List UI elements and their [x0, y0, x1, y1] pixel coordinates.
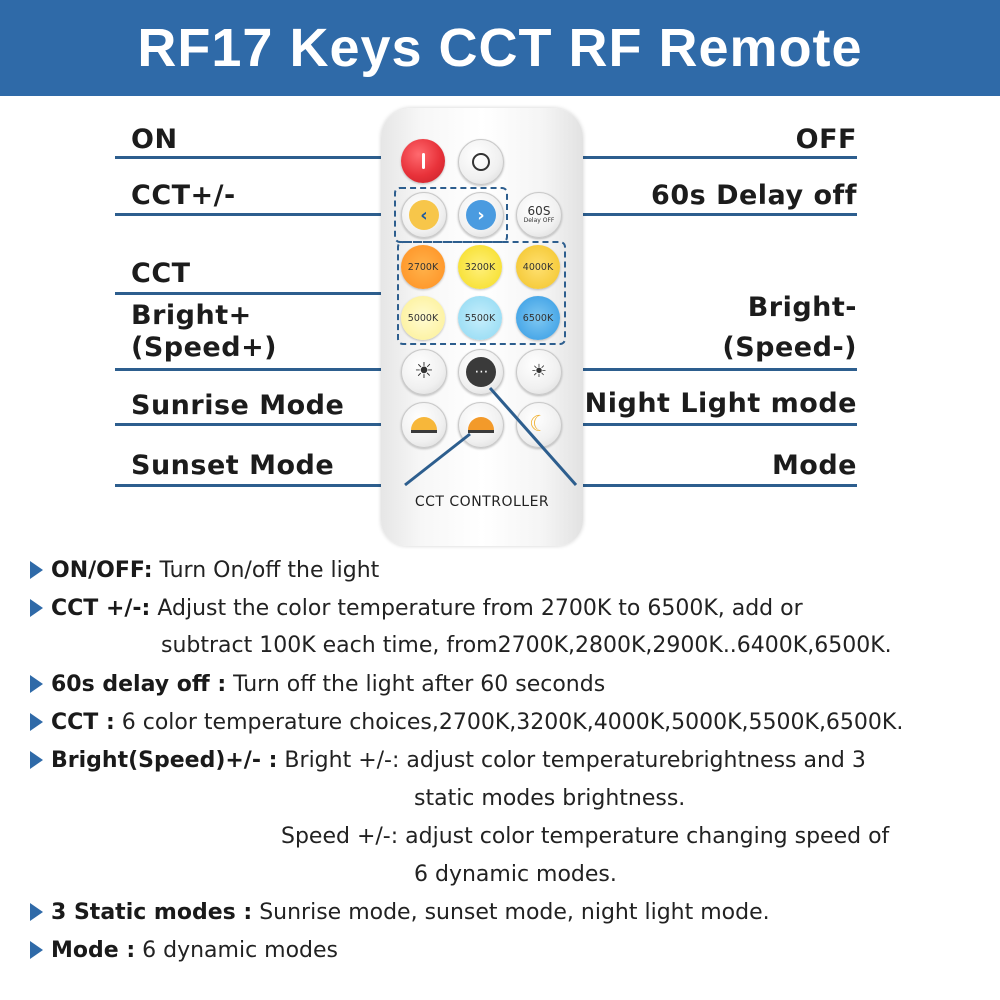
delay-60s-text: 60S — [527, 204, 551, 218]
bright-minus-button[interactable]: ☀ — [516, 349, 562, 395]
leader-sunrise-mode — [115, 423, 403, 426]
label-cct-plus-minus: CCT+/- — [131, 180, 236, 211]
delay-off-text: Delay OFF — [523, 217, 555, 224]
desc-cct-plus-minus-cont: subtract 100K each time, from2700K,2800K… — [161, 633, 892, 658]
leader-off — [505, 156, 857, 159]
moon-icon: ☾ — [529, 412, 549, 437]
leader-bright-minus — [563, 368, 857, 371]
leader-cct — [115, 292, 399, 295]
cct-3200k-button[interactable]: 3200K — [458, 245, 502, 289]
bright-plus-button[interactable]: ☀ — [401, 349, 447, 395]
bullet-arrow-icon — [30, 561, 43, 579]
sunset-button[interactable] — [458, 402, 504, 448]
cct-5500k-button[interactable]: 5500K — [458, 296, 502, 340]
sunrise-button[interactable] — [401, 402, 447, 448]
bullet-arrow-icon — [30, 903, 43, 921]
remote-footer-label: CCT CONTROLLER — [414, 494, 550, 510]
cct-plus-button[interactable]: › — [458, 192, 504, 238]
cct-preset-group — [397, 241, 566, 345]
bullet-arrow-icon — [30, 675, 43, 693]
sun-icon: ☀ — [530, 361, 548, 382]
power-on-icon — [421, 153, 425, 169]
cct-5000k-button[interactable]: 5000K — [401, 296, 445, 340]
label-bright-minus: Bright- — [747, 292, 857, 323]
sunrise-icon — [411, 417, 437, 433]
cct-2700k-label: 2700K — [407, 261, 439, 273]
label-on: ON — [131, 124, 178, 155]
title-banner — [0, 0, 1000, 96]
cct-3200k-label: 3200K — [464, 261, 496, 273]
sunset-icon — [468, 417, 494, 433]
power-off-icon — [472, 153, 490, 171]
cct-2700k-button[interactable]: 2700K — [401, 245, 445, 289]
delay-60s-button[interactable]: 60S Delay OFF — [516, 192, 562, 238]
label-speed-minus: (Speed-) — [722, 332, 857, 363]
label-cct: CCT — [131, 258, 191, 289]
desc-bright-cont: static modes brightness. — [414, 786, 686, 811]
leader-bright-plus — [115, 368, 403, 371]
leader-60s-delay — [563, 213, 857, 216]
leader-cct-plus-minus — [115, 213, 399, 216]
desc-speed: Speed +/-: adjust color temperature chan… — [281, 824, 890, 849]
on-button[interactable] — [401, 139, 445, 183]
leader-night-light — [563, 423, 857, 426]
cct-6500k-label: 6500K — [522, 312, 554, 324]
bullet-arrow-icon — [30, 713, 43, 731]
cct-5500k-label: 5500K — [464, 312, 496, 324]
desc-speed-cont: 6 dynamic modes. — [414, 862, 617, 887]
label-bright-plus: Bright+ — [131, 300, 252, 331]
leader-mode — [575, 484, 857, 487]
desc-mode: Mode : 6 dynamic modes — [30, 938, 338, 963]
leader-on — [115, 156, 405, 159]
desc-on-off: ON/OFF: Turn On/off the light — [30, 558, 379, 583]
leader-sunset-mode — [115, 484, 405, 487]
bullet-arrow-icon — [30, 751, 43, 769]
page-title: RF17 Keys CCT RF Remote — [137, 18, 863, 78]
label-60s-delay: 60s Delay off — [651, 180, 857, 211]
desc-bright-speed: Bright(Speed)+/- : Bright +/-: adjust co… — [30, 748, 866, 773]
cct-4000k-button[interactable]: 4000K — [516, 245, 560, 289]
label-night-light: Night Light mode — [584, 388, 857, 419]
cct-minus-button[interactable]: ‹ — [401, 192, 447, 238]
label-sunrise-mode: Sunrise Mode — [131, 390, 345, 421]
desc-60s-delay: 60s delay off : Turn off the light after… — [30, 672, 605, 697]
mode-button[interactable]: ⋯ — [458, 349, 504, 395]
cct-5000k-label: 5000K — [407, 312, 439, 324]
cct-4000k-label: 4000K — [522, 261, 554, 273]
desc-cct-plus-minus: CCT +/-: Adjust the color temperature fr… — [30, 596, 803, 621]
chevron-right-icon: › — [466, 200, 496, 230]
bullet-arrow-icon — [30, 941, 43, 959]
sun-icon: ☀ — [414, 359, 434, 384]
label-speed-plus: (Speed+) — [131, 332, 278, 363]
label-off: OFF — [795, 124, 857, 155]
dots-icon: ⋯ — [466, 357, 496, 387]
chevron-left-icon: ‹ — [409, 200, 439, 230]
desc-static-modes: 3 Static modes : Sunrise mode, sunset mo… — [30, 900, 770, 925]
label-mode: Mode — [771, 450, 857, 481]
off-button[interactable] — [458, 139, 504, 185]
label-sunset-mode: Sunset Mode — [131, 450, 335, 481]
cct-6500k-button[interactable]: 6500K — [516, 296, 560, 340]
night-light-button[interactable]: ☾ — [516, 402, 562, 448]
desc-cct: CCT : 6 color temperature choices,2700K,… — [30, 710, 903, 735]
bullet-arrow-icon — [30, 599, 43, 617]
